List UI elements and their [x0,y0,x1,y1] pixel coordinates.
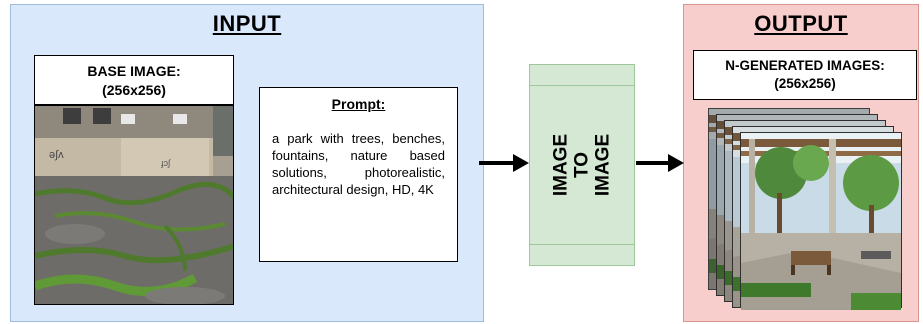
arrow-to-output [636,154,684,172]
model-label-line3: IMAGE [592,133,614,197]
model-bottom-divider [530,244,634,245]
generated-images-stack [700,100,910,313]
base-image: ǝ∫ᴧ ɟɔ∫ [34,105,234,305]
generated-images-illustration [708,108,902,313]
svg-text:ǝ∫ᴧ: ǝ∫ᴧ [49,149,64,161]
base-image-label-line2: (256x256) [102,82,166,98]
model-label-line1: IMAGE [550,133,572,197]
image-to-image-model: IMAGE TO IMAGE [529,64,635,266]
base-image-label-line1: BASE IMAGE: [87,63,181,79]
arrow-to-model [479,154,529,172]
model-label-line2: TO [571,151,593,179]
generated-images-label: N-GENERATED IMAGES: (256x256) [693,50,917,100]
generated-images-label-line2: (256x256) [774,76,836,91]
base-image-label: BASE IMAGE: (256x256) [34,55,234,105]
input-title: INPUT [212,11,282,36]
model-label: IMAGE TO IMAGE [551,134,614,196]
prompt-text: a park with trees, benches, fountains, n… [272,131,445,197]
output-title: OUTPUT [754,11,848,36]
prompt-box: Prompt: a park with trees, benches, foun… [259,87,458,262]
prompt-title: Prompt: [331,96,386,112]
svg-text:ɟɔ∫: ɟɔ∫ [161,158,172,168]
generated-images-label-line1: N-GENERATED IMAGES: [725,58,885,73]
base-image-photo: ǝ∫ᴧ ɟɔ∫ [35,106,233,304]
model-top-divider [530,85,634,86]
